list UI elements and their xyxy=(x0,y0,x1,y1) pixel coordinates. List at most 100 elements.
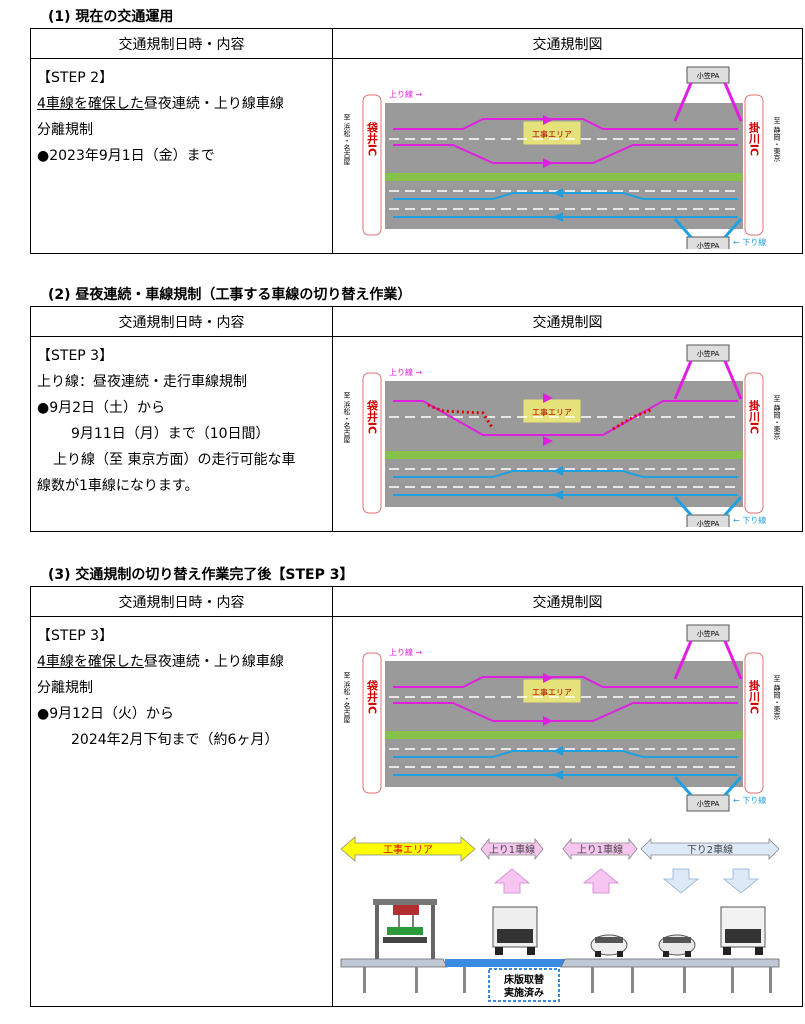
up-line-label: 上り線 → xyxy=(389,89,423,99)
pa-label-top: 小笠PA xyxy=(697,349,720,358)
work-area-box xyxy=(522,678,582,704)
pa-box-top xyxy=(686,624,730,642)
content-line: 4車線を確保した昼夜連続・上り線車線 xyxy=(37,96,284,112)
car-down xyxy=(658,934,696,957)
down-lane-path-1 xyxy=(393,470,738,478)
up-arrowhead xyxy=(543,436,553,446)
ic-label-left: 袋井IC xyxy=(366,679,380,714)
slab-note-line1: 床版取替 xyxy=(504,973,545,986)
to-label-left: 至 浜松・名古屋 xyxy=(343,671,351,723)
content-line: 分離規制 xyxy=(37,680,93,696)
ic-label-right: 掛川IC xyxy=(748,399,762,434)
pa-ramp xyxy=(723,82,743,122)
work-area-arrow xyxy=(340,836,476,862)
ic-box-right xyxy=(744,94,764,236)
content-line: 9月11日（月）まで（10日間） xyxy=(71,426,270,442)
pa-ramp xyxy=(673,496,693,516)
down-line-label: ← 下り線 xyxy=(733,515,766,525)
up-lane-arrow-1-label: 上り1車線 xyxy=(489,843,535,856)
pa-ramp xyxy=(723,640,743,680)
down-arrowhead xyxy=(553,770,563,780)
pa-box-top xyxy=(686,344,730,362)
section-3-content: 【STEP 3】 4車線を確保した昼夜連続・上り線車線 分離規制 ●9月12日（… xyxy=(30,616,333,1007)
col-header-right: 交通規制図 xyxy=(332,306,803,337)
down-arrowhead xyxy=(553,490,563,500)
closure-dots-left xyxy=(427,403,495,430)
content-line: 分離規制 xyxy=(37,122,93,138)
content-line: 4車線を確保した昼夜連続・上り線車線 xyxy=(37,654,284,670)
pa-ramp xyxy=(673,218,693,238)
col-header-left: 交通規制日時・内容 xyxy=(30,306,333,337)
up-lane-path-1 xyxy=(393,676,738,688)
section-1-content: 【STEP 2】 4車線を確保した昼夜連続・上り線車線 分離規制 ●2023年9… xyxy=(30,58,333,254)
pa-ramp xyxy=(673,640,693,680)
pa-label-bottom: 小笠PA xyxy=(697,519,720,527)
ic-box-left xyxy=(362,652,382,794)
pa-label-top: 小笠PA xyxy=(697,71,720,80)
content-line: 線数が1車線になります。 xyxy=(37,478,199,494)
ic-box-right xyxy=(744,372,764,514)
up-arrowhead xyxy=(543,673,553,683)
up-arrowhead xyxy=(543,716,553,726)
content-line: ●9月2日（土）から xyxy=(37,400,166,416)
truck-up xyxy=(492,906,538,955)
down-arrowhead xyxy=(553,212,563,222)
pa-label-top: 小笠PA xyxy=(697,629,720,638)
pa-ramp xyxy=(673,82,693,122)
median-strip xyxy=(385,451,743,459)
content-line: 2024年2月下旬まで（約6ヶ月） xyxy=(71,732,279,748)
work-area-label: 工事エリア xyxy=(532,687,572,697)
col-header-left: 交通規制日時・内容 xyxy=(30,28,333,59)
section-2-content: 【STEP 3】 上り線：昼夜連続・走行車線規制 ●9月2日（土）から 9月11… xyxy=(30,336,333,532)
content-line: ●2023年9月1日（金）まで xyxy=(37,148,215,164)
down-line-label: ← 下り線 xyxy=(733,795,766,805)
to-label-right: 至 静岡・東京 xyxy=(773,675,781,720)
up-lane-arrow-2-label: 上り1車線 xyxy=(577,843,623,856)
step-label: 【STEP 3】 xyxy=(37,628,114,644)
up-lane-path xyxy=(393,400,738,436)
ic-label-left: 袋井IC xyxy=(366,399,380,434)
work-area-label: 工事エリア xyxy=(532,129,572,139)
section-3-table: 交通規制日時・内容 交通規制図 【STEP 3】 4車線を確保した昼夜連続・上り… xyxy=(30,586,803,1007)
up-arrowhead xyxy=(543,158,553,168)
up-arrowhead xyxy=(543,393,553,403)
step-label: 【STEP 3】 xyxy=(37,348,114,364)
down-lane-path-1 xyxy=(393,750,738,758)
ic-label-right: 掛川IC xyxy=(748,679,762,714)
up-lane-arrow-1 xyxy=(480,837,544,861)
pa-ramp xyxy=(723,360,743,400)
pa-label-bottom: 小笠PA xyxy=(697,241,720,249)
col-header-left: 交通規制日時・内容 xyxy=(30,586,333,617)
pa-label-bottom: 小笠PA xyxy=(697,799,720,808)
pa-ramp xyxy=(723,496,743,516)
down-block-arrow-2 xyxy=(722,868,760,894)
section-1-table: 交通規制日時・内容 交通規制図 【STEP 2】 4車線を確保した昼夜連続・上り… xyxy=(30,28,803,254)
step-label: 【STEP 2】 xyxy=(37,70,114,86)
content-line: 上り線：昼夜連続・走行車線規制 xyxy=(37,374,247,390)
section-1-title: (1) 現在の交通運用 xyxy=(48,9,174,25)
down-line-label: ← 下り線 xyxy=(733,237,766,247)
up-line-label: 上り線 → xyxy=(389,647,423,657)
up-block-arrow-1 xyxy=(493,868,531,894)
section-2-table: 交通規制日時・内容 交通規制図 【STEP 3】 上り線：昼夜連続・走行車線規制… xyxy=(30,306,803,532)
pa-ramp xyxy=(673,776,693,796)
ic-box-left xyxy=(362,372,382,514)
slab-note-line2: 実施済み xyxy=(504,986,544,999)
pa-ramp xyxy=(673,360,693,400)
to-label-left: 至 浜松・名古屋 xyxy=(343,391,351,443)
cross-section: 工事エリア 上り1車線 上り1車線 下り2車線 xyxy=(340,836,780,1002)
ic-box-left xyxy=(362,94,382,236)
pa-box-bottom xyxy=(686,794,730,812)
down-lane-path-1 xyxy=(393,192,738,200)
ic-box-right xyxy=(744,652,764,794)
content-line: ●9月12日（火）から xyxy=(37,706,174,722)
median-strip xyxy=(385,731,743,739)
up-line-label: 上り線 → xyxy=(389,367,423,377)
down-lane-arrow xyxy=(640,838,780,860)
work-area-label: 工事エリア xyxy=(532,407,572,417)
